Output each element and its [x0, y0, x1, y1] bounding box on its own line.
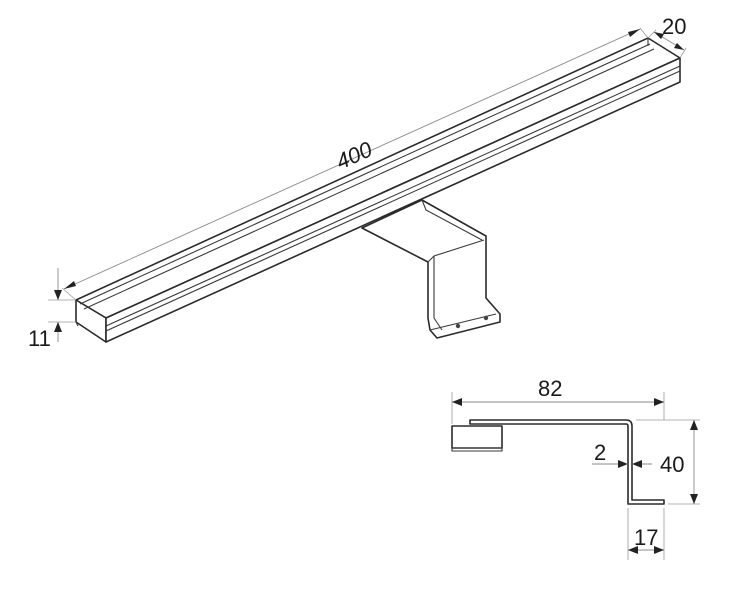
height-label: 11 [28, 326, 51, 351]
mounting-arm [361, 199, 501, 339]
dimension-arm-height: 40 [636, 419, 700, 505]
arm-profile [469, 419, 665, 505]
screw-hole [483, 315, 489, 321]
thickness-label: 2 [594, 440, 606, 465]
side-profile-view: 82 40 2 17 [451, 376, 700, 560]
dimension-thickness: 2 [592, 440, 652, 468]
dimension-arm-reach: 82 [451, 376, 665, 424]
lamp-isometric-view [75, 37, 681, 343]
lamp-head-profile [451, 425, 503, 449]
depth-label: 20 [662, 14, 686, 39]
arm-reach-label: 82 [538, 376, 562, 401]
dimension-base-width: 17 [627, 508, 665, 560]
screw-hole [455, 323, 461, 329]
dimension-length: 400 [61, 27, 649, 301]
dimension-depth: 20 [647, 14, 686, 59]
base-width-label: 17 [634, 525, 658, 550]
dimension-height: 11 [28, 268, 76, 351]
led-bar [75, 37, 681, 343]
arm-height-label: 40 [660, 452, 684, 477]
